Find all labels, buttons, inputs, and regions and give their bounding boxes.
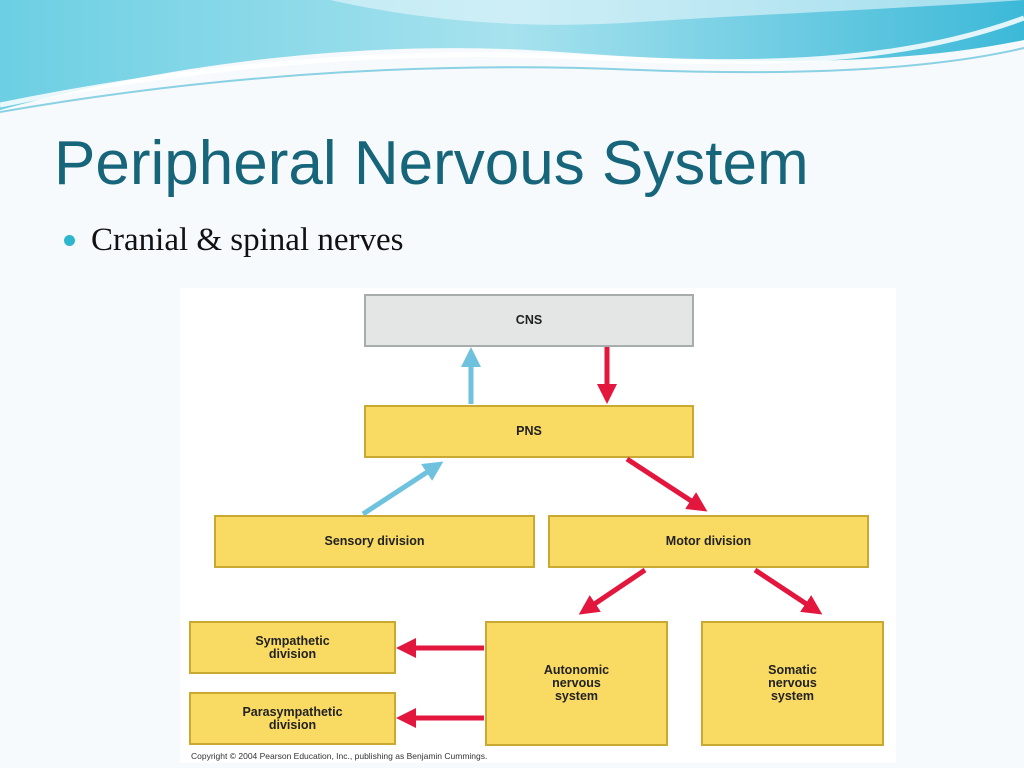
node-sympathetic-division: Sympathetic division <box>189 621 396 674</box>
node-somatic-nervous-system: Somatic nervous system <box>701 621 884 746</box>
node-pns: PNS <box>364 405 694 458</box>
copyright-notice: Copyright © 2004 Pearson Education, Inc.… <box>191 751 488 761</box>
header-wave-decoration <box>0 0 1024 113</box>
node-cns: CNS <box>364 294 694 347</box>
node-parasympathetic-division: Parasympathetic division <box>189 692 396 745</box>
node-sensory-division: Sensory division <box>214 515 535 568</box>
slide-title: Peripheral Nervous System <box>54 129 809 198</box>
bullet-dot-icon <box>64 235 75 246</box>
bullet-item: Cranial & spinal nerves <box>64 222 404 259</box>
node-autonomic-nervous-system: Autonomic nervous system <box>485 621 668 746</box>
bullet-text: Cranial & spinal nerves <box>91 222 404 258</box>
node-motor-division: Motor division <box>548 515 869 568</box>
